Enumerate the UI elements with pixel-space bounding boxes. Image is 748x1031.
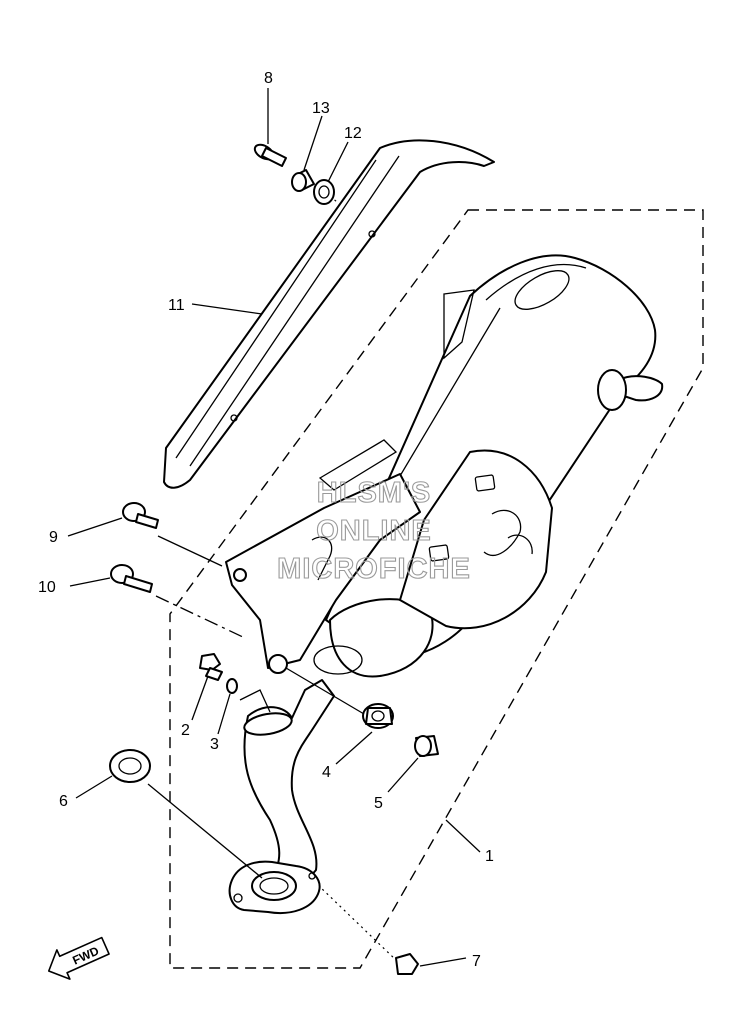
bolt-9-alignment-line: [157, 535, 223, 567]
callout-11: 11: [168, 297, 185, 314]
grommet-4: [362, 703, 394, 729]
bolt-10: [110, 564, 153, 593]
bolt-10-alignment-line: [155, 595, 246, 639]
callout-2: 2: [181, 722, 190, 739]
damper-12: [313, 179, 335, 205]
collar-5: [414, 735, 439, 757]
leader-4: [335, 731, 373, 765]
watermark-line-3: MICROFICHE: [277, 553, 471, 585]
callout-8: 8: [264, 70, 273, 87]
bolt-8: [253, 143, 287, 167]
watermark-line-1: HLSM'S: [317, 477, 431, 509]
leader-6: [75, 775, 113, 799]
muffler-assembly: [225, 254, 664, 914]
leader-2: [191, 675, 209, 721]
callout-12: 12: [344, 125, 362, 142]
forward-direction-arrow: FWD: [47, 936, 110, 980]
leader-3: [217, 693, 231, 735]
leader-9: [67, 517, 123, 537]
callout-1: 1: [485, 848, 494, 865]
exhaust-pipe: [243, 679, 335, 885]
watermark-line-2: ONLINE: [316, 515, 432, 547]
assembly-boundary-outline: [169, 209, 704, 969]
leader-10: [69, 577, 111, 587]
bolt-2: [199, 653, 223, 681]
bolt-7-alignment-line: [317, 884, 399, 963]
callout-6: 6: [59, 793, 68, 810]
callout-5: 5: [374, 795, 383, 812]
tail-pipe-tip: [617, 375, 664, 402]
callout-3: 3: [210, 736, 219, 753]
leader-13: [303, 115, 323, 171]
bolt-6-alignment-line: [147, 783, 263, 879]
callout-13: 13: [312, 100, 330, 117]
heat-protector: [163, 139, 495, 489]
leader-1: [445, 819, 481, 853]
callout-4: 4: [322, 764, 331, 781]
washer-3: [226, 678, 238, 694]
callout-9: 9: [49, 529, 58, 546]
nut-7: [395, 953, 419, 975]
callout-10: 10: [38, 579, 56, 596]
leader-12: [327, 141, 349, 183]
collar-13: [291, 169, 315, 192]
callout-7: 7: [472, 953, 481, 970]
leader-7: [419, 957, 467, 967]
bolt-9: [122, 502, 159, 529]
leader-11: [191, 303, 263, 315]
leader-5: [387, 757, 419, 793]
gasket-6: [109, 749, 151, 783]
grommet-alignment-line: [285, 667, 365, 715]
watermark: HLSM'S ONLINE MICROFICHE: [277, 476, 471, 585]
